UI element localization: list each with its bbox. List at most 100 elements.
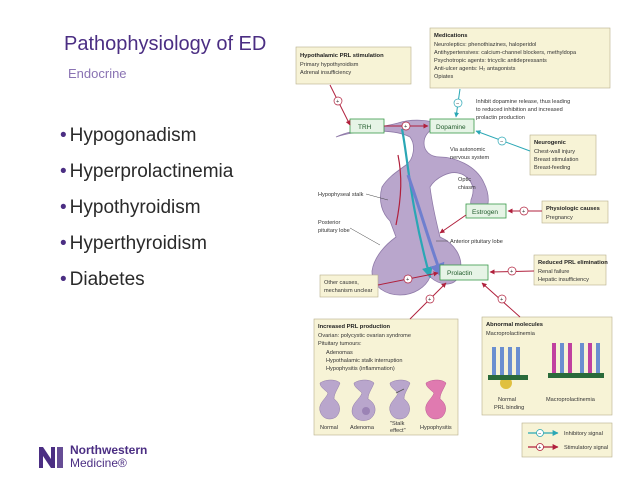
via-autonomic-label: Via autonomic: [450, 147, 486, 153]
normal-binding-label: PRL binding: [494, 405, 524, 411]
bullet-list: •Hypogonadism •Hyperprolactinemia •Hypot…: [60, 118, 233, 298]
medications-line: Antihypertensives: calcium-channel block…: [434, 50, 577, 56]
bullet-dot: •: [60, 233, 67, 254]
slide-subtitle: Endocrine: [68, 66, 127, 81]
prolactin-label: Prolactin: [447, 270, 473, 277]
physiologic-box: Physiologic causes Pregnancy: [541, 200, 609, 224]
bullet-item: •Hypogonadism: [60, 118, 233, 154]
mini-gland-adenoma: [351, 379, 376, 421]
logo-line1: Northwestern: [70, 443, 148, 457]
reduced-prl-title: Reduced PRL elimination: [538, 260, 608, 266]
plus-marker: +: [406, 277, 409, 283]
medications-line: Anti-ulcer agents: H₂ antagonists: [434, 66, 516, 72]
minus-marker: −: [456, 101, 459, 107]
bullet-item: •Hyperprolactinemia: [60, 154, 233, 190]
plus-marker: +: [510, 269, 513, 275]
normal-gland-label: Normal: [320, 425, 338, 431]
mini-gland-normal: [319, 379, 341, 420]
inhibit-note: Inhibit dopamine release, thus leading t…: [476, 99, 570, 121]
medications-title: Medications: [434, 33, 468, 39]
stalk-effect-label: "Stalk: [390, 421, 405, 427]
bullet-item: •Diabetes: [60, 262, 233, 298]
abnormal-line: Macroprolactinemia: [486, 331, 536, 337]
other-causes-line: mechanism unclear: [324, 288, 373, 294]
increased-prl-subline: Adenomas: [326, 350, 353, 356]
hypothalamic-title: Hypothalamic PRL stimulation: [300, 53, 384, 59]
inhibit-note-line: prolactin production: [476, 115, 525, 121]
neurogenic-box: Neurogenic Chest-wall injury Breast stim…: [529, 134, 597, 176]
signal-markers: + + − − + + + + +: [333, 96, 529, 304]
medications-line: Opiates: [434, 74, 453, 80]
dopamine-label: Dopamine: [436, 124, 466, 131]
reduced-prl-line: Renal failure: [538, 269, 569, 275]
medications-line: Neuroleptics: phenothiazines, haloperido…: [434, 42, 536, 48]
hypophysitis-gland-label: Hypophysitis: [420, 425, 452, 431]
legend-plus-sign: +: [538, 445, 541, 451]
bullet-text: Hyperprolactinemia: [69, 161, 234, 182]
via-autonomic-label: nervous system: [450, 155, 490, 161]
northwestern-wordmark: Northwestern Medicine®: [70, 444, 147, 470]
bullet-item: •Hypothyroidism: [60, 190, 233, 226]
minus-marker: −: [500, 139, 503, 145]
bullet-item: •Hyperthyroidism: [60, 226, 233, 262]
trh-box: TRH: [349, 118, 385, 134]
hypothalamic-line: Primary hypothyroidism: [300, 62, 359, 68]
inhibitory-legend-label: Inhibitory signal: [564, 431, 603, 437]
physiologic-line: Pregnancy: [546, 215, 573, 221]
posterior-lobe-label: pituitary lobe: [318, 228, 350, 234]
reduced-prl-box: Reduced PRL elimination Renal failure He…: [533, 254, 608, 286]
other-causes-line: Other causes,: [324, 280, 359, 286]
trh-label: TRH: [358, 124, 372, 131]
other-causes-box: Other causes, mechanism unclear: [319, 274, 379, 298]
optic-chiasm-label: chiasm: [458, 185, 476, 191]
posterior-lobe-label: Posterior: [318, 220, 341, 226]
plus-marker: +: [404, 124, 407, 130]
neurogenic-line: Breast-feeding: [534, 165, 570, 171]
medications-box: Medications Neuroleptics: phenothiazines…: [429, 27, 611, 89]
macroprolactinemia-label: Macroprolactinemia: [546, 397, 596, 403]
inhibit-note-line: to reduced inhibition and increased: [476, 107, 563, 113]
estrogen-label: Estrogen: [472, 209, 498, 216]
physiologic-title: Physiologic causes: [546, 206, 600, 212]
bullet-text: Hypogonadism: [69, 125, 197, 146]
optic-chiasm-label: Optic: [458, 177, 471, 183]
pituitary-gland-illustration: [335, 119, 489, 296]
macro-receptor-illustration: [548, 343, 604, 378]
adenoma-gland-label: Adenoma: [350, 425, 375, 431]
bullet-dot: •: [60, 125, 67, 146]
hypothalamic-box: Hypothalamic PRL stimulation Primary hyp…: [295, 46, 412, 85]
bullet-text: Diabetes: [69, 269, 145, 290]
anterior-lobe-label: Anterior pituitary lobe: [450, 239, 503, 245]
reduced-prl-line: Hepatic insufficiency: [538, 277, 589, 283]
bullet-text: Hypothyroidism: [69, 197, 201, 218]
bullet-dot: •: [60, 161, 67, 182]
inhibit-note-line: Inhibit dopamine release, thus leading: [476, 99, 570, 105]
bullet-dot: •: [60, 269, 67, 290]
slide-title: Pathophysiology of ED: [64, 33, 267, 55]
signal-legend: − Inhibitory signal + Stimulatory signal: [521, 422, 613, 458]
plus-marker: +: [428, 297, 431, 303]
abnormal-title: Abnormal molecules: [486, 322, 543, 328]
increased-prl-subline: Hypophysitis (inflammation): [326, 366, 395, 372]
increased-prl-box: Increased PRL production Ovarian: polycy…: [313, 318, 459, 436]
increased-prl-line: Ovarian: polycystic ovarian syndrome: [318, 333, 411, 339]
bullet-dot: •: [60, 197, 67, 218]
plus-marker: +: [522, 209, 525, 215]
increased-prl-line: Pituitary tumours:: [318, 341, 362, 347]
estrogen-box: Estrogen: [465, 203, 507, 219]
hypothalamic-line: Adrenal insufficiency: [300, 70, 351, 76]
neurogenic-line: Chest-wall injury: [534, 149, 575, 155]
neurogenic-title: Neurogenic: [534, 140, 567, 146]
increased-prl-title: Increased PRL production: [318, 324, 391, 330]
prolactin-box: Prolactin: [439, 264, 489, 281]
dopamine-box: Dopamine: [429, 118, 475, 134]
mini-gland-stalk: [389, 379, 411, 420]
stalk-effect-label: effect": [390, 428, 406, 434]
stimulatory-legend-label: Stimulatory signal: [564, 445, 608, 451]
plus-marker: +: [336, 99, 339, 105]
bullet-text: Hyperthyroidism: [69, 233, 207, 254]
neurogenic-line: Breast stimulation: [534, 157, 578, 163]
northwestern-logo-icon: [39, 447, 63, 468]
legend-minus-sign: −: [538, 431, 541, 437]
prolactin-pathway-diagram: Hypothalamic PRL stimulation Primary hyp…: [295, 27, 613, 458]
